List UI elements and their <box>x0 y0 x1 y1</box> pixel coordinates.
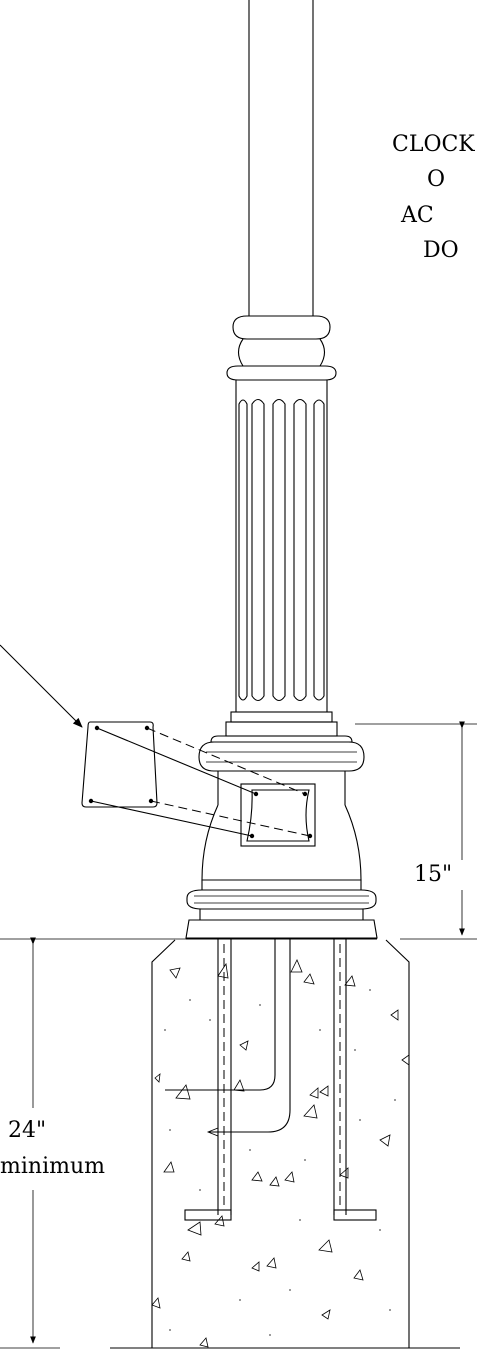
projection-lines <box>90 727 311 837</box>
fluted-column <box>235 394 328 712</box>
note-line-3: AC <box>400 203 434 228</box>
clock-note-text: CLOCK O AC DO <box>392 132 475 263</box>
conduit-sweep <box>165 939 291 1137</box>
base-height-label: 15" <box>414 862 452 887</box>
upper-collar <box>226 315 337 394</box>
leader-arrow <box>0 644 83 728</box>
footing-depth-dimension: 24" minimum <box>0 937 105 1349</box>
concrete-aggregate <box>151 959 410 1348</box>
note-line-4: DO <box>423 238 459 263</box>
access-door-opening <box>240 783 316 847</box>
base-collar <box>198 711 365 805</box>
note-line-2: O <box>427 167 445 192</box>
base-height-dimension: 15" <box>355 721 477 940</box>
footing-minimum-label: minimum <box>0 1154 105 1179</box>
note-line-1: CLOCK <box>392 132 475 157</box>
bell-base <box>185 804 378 939</box>
pole-shaft <box>248 0 314 316</box>
footing-depth-label: 24" <box>8 1118 46 1143</box>
concrete-footing <box>0 938 460 1349</box>
access-panel <box>81 721 158 808</box>
